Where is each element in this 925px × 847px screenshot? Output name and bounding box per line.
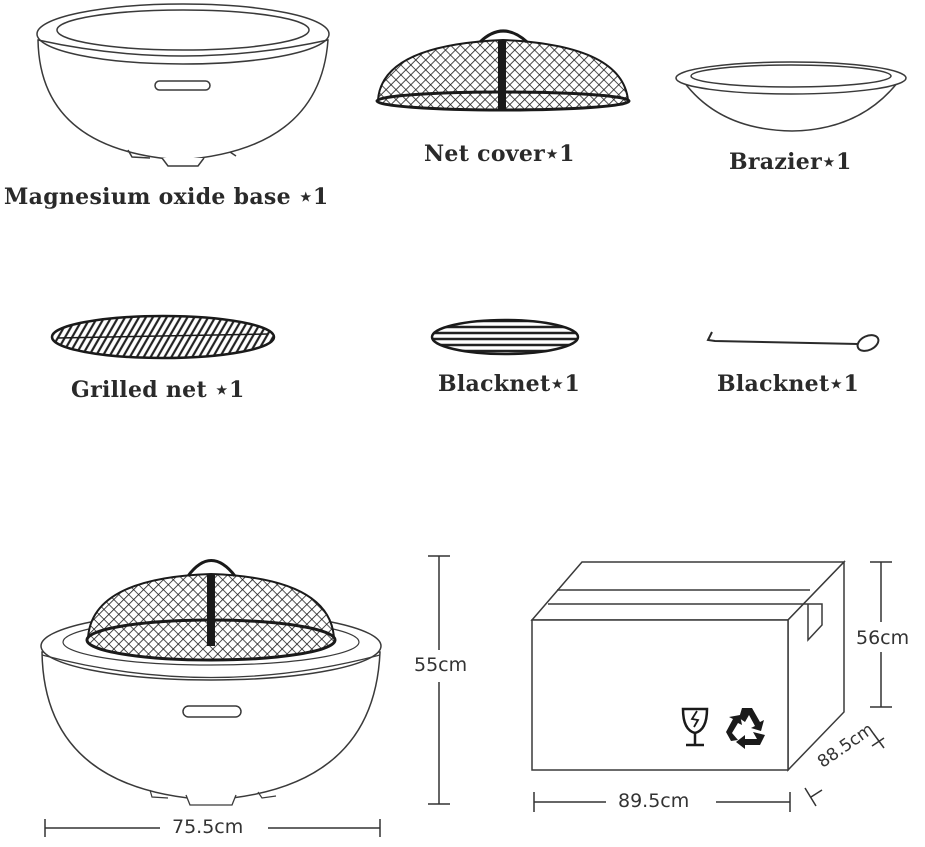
product-height-label: 55cm (414, 654, 468, 676)
box-depth-dimension (804, 732, 885, 807)
product-width-label: 75.5cm (172, 816, 244, 838)
brazier-icon (675, 61, 907, 132)
net-cover-icon (375, 29, 631, 112)
box-height-dimension (870, 561, 892, 708)
box-height-label: 56cm (856, 627, 910, 649)
part-label-brazier: Brazier⋆1 (729, 149, 852, 175)
box-width-dimension (533, 792, 791, 812)
part-label-blacknet: Blacknet⋆1 (438, 371, 581, 397)
part-label-net-cover: Net cover⋆1 (424, 141, 575, 167)
product-width-dimension (44, 819, 381, 837)
part-label-grilled-net: Grilled net ⋆1 (71, 377, 245, 403)
box-width-label: 89.5cm (618, 790, 690, 812)
part-label-poker: Blacknet⋆1 (717, 371, 860, 397)
base-bowl-icon (36, 3, 330, 167)
grill-net-icon (50, 314, 276, 360)
part-label-base: Magnesium oxide base ⋆1 (4, 184, 329, 210)
fragile-glass-icon (681, 707, 709, 747)
blacknet-icon (430, 318, 580, 356)
poker-icon (706, 331, 880, 352)
shipping-box-icon (530, 560, 846, 772)
recycle-icon (726, 708, 765, 749)
assembled-fire-pit-icon (40, 559, 382, 806)
product-height-dimension (428, 555, 450, 805)
